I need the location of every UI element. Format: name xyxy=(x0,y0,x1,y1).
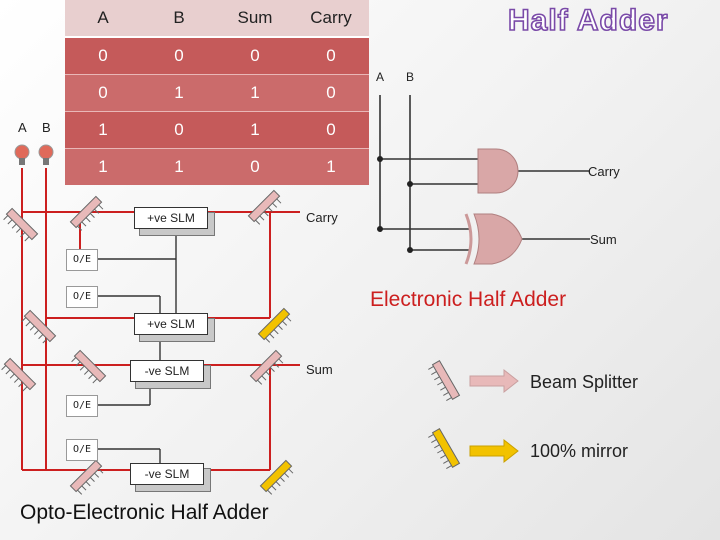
oe-converter: O/E xyxy=(66,249,98,271)
truth-table-header: A B Sum Carry xyxy=(65,0,369,38)
and-gate-icon xyxy=(477,148,519,194)
header-b: B xyxy=(141,0,217,38)
legend-mirror-label: 100% mirror xyxy=(530,441,629,461)
light-bulb-b-icon xyxy=(38,144,54,165)
table-cell: 0 xyxy=(65,36,141,75)
xor-gate-icon xyxy=(464,213,523,265)
optical-sum-output-label: Sum xyxy=(306,362,333,377)
wire-junction-dots xyxy=(377,156,413,253)
oe-converter: O/E xyxy=(66,286,98,308)
table-cell: 0 xyxy=(293,74,369,112)
header-a: A xyxy=(65,0,141,38)
slm-negative: -ve SLM xyxy=(130,463,204,485)
optical-carry-output-label: Carry xyxy=(306,210,338,225)
table-row: 0 1 1 0 xyxy=(65,74,369,112)
electronic-caption: Electronic Half Adder xyxy=(370,288,567,311)
optical-input-a-label: A xyxy=(18,120,27,135)
legend-beam-splitter-icon xyxy=(428,359,461,402)
table-row: 0 0 0 0 xyxy=(65,36,369,75)
table-row: 1 1 0 1 xyxy=(65,148,369,185)
table-cell: 1 xyxy=(65,148,141,185)
light-bulb-a-icon xyxy=(14,144,30,165)
table-cell: 1 xyxy=(65,111,141,149)
slm-negative: -ve SLM xyxy=(130,360,204,382)
header-carry: Carry xyxy=(293,0,369,38)
legend-pink-arrow-icon xyxy=(469,368,519,394)
table-cell: 1 xyxy=(293,148,369,185)
table-cell: 0 xyxy=(65,74,141,112)
table-cell: 0 xyxy=(217,36,293,75)
table-cell: 0 xyxy=(293,36,369,75)
beam-splitters xyxy=(1,189,284,495)
table-cell: 1 xyxy=(141,148,217,185)
legend-beam-splitter-label: Beam Splitter xyxy=(530,372,639,392)
table-cell: 1 xyxy=(217,111,293,149)
table-cell: 1 xyxy=(217,74,293,112)
electronic-sum-output-label: Sum xyxy=(590,232,617,247)
table-cell: 0 xyxy=(141,111,217,149)
optical-caption: Opto-Electronic Half Adder xyxy=(20,501,269,524)
legend-yellow-arrow-icon xyxy=(469,438,519,464)
table-cell: 0 xyxy=(293,111,369,149)
electronic-input-a-label: A xyxy=(376,70,385,84)
table-row: 1 0 1 0 xyxy=(65,111,369,149)
truth-table: A B Sum Carry 0 0 0 0 0 1 1 0 1 0 1 xyxy=(65,0,369,185)
slide-title: Half Adder xyxy=(507,3,669,38)
slm-positive: +ve SLM xyxy=(134,207,208,229)
slm-positive: +ve SLM xyxy=(134,313,208,335)
mirrors xyxy=(257,307,294,495)
electronic-carry-output-label: Carry xyxy=(588,164,620,179)
table-cell: 0 xyxy=(141,36,217,75)
oe-converter: O/E xyxy=(66,395,98,417)
electronic-input-b-label: B xyxy=(406,70,415,84)
optical-wires xyxy=(96,229,177,466)
table-cell: 1 xyxy=(141,74,217,112)
optical-input-b-label: B xyxy=(42,120,51,135)
legend-mirror-icon xyxy=(428,427,461,470)
header-sum: Sum xyxy=(217,0,293,38)
electronic-wires xyxy=(379,95,590,251)
oe-converter: O/E xyxy=(66,439,98,461)
table-cell: 0 xyxy=(217,148,293,185)
